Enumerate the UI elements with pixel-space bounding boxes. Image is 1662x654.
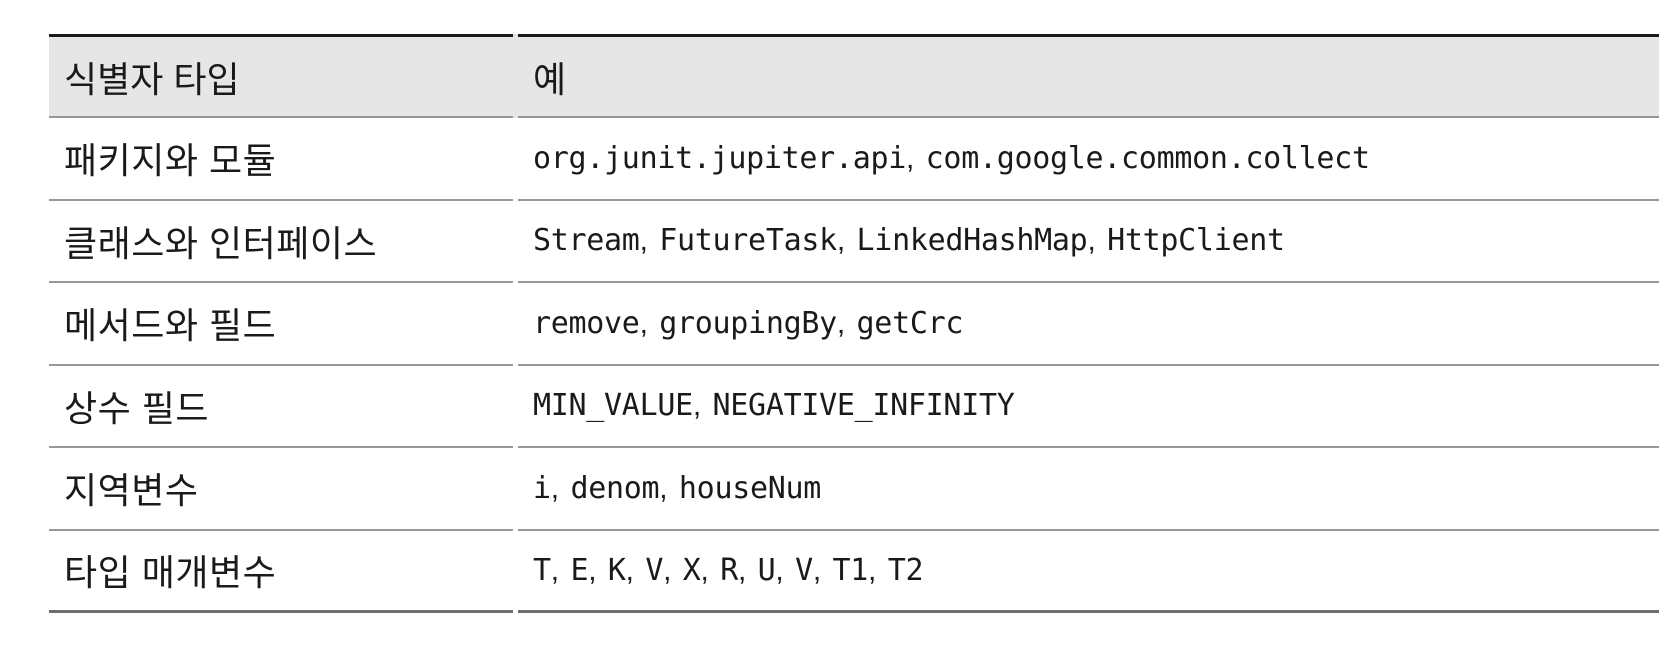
code-example: LinkedHashMap	[856, 223, 1088, 259]
code-example: remove	[533, 305, 640, 341]
header-cell-identifier-type: 식별자 타입	[49, 34, 513, 118]
table-row: 타입 매개변수 T, E, K, V, X, R, U, V, T1, T2	[49, 530, 1659, 613]
code-example: V	[645, 552, 664, 588]
cell-examples: Stream, FutureTask, LinkedHashMap, HttpC…	[518, 201, 1659, 283]
example-separator: ,	[639, 224, 657, 258]
header-label-identifier-type: 식별자 타입	[64, 58, 240, 100]
code-example: org.junit.jupiter.api	[533, 140, 906, 176]
example-separator: ,	[836, 224, 854, 258]
row-examples: MIN_VALUE, NEGATIVE_INFINITY	[533, 388, 1015, 424]
code-example: com.google.common.collect	[925, 140, 1370, 176]
example-separator: ,	[737, 553, 755, 587]
header-label-example: 예	[533, 58, 567, 100]
example-separator: ,	[659, 471, 676, 505]
example-separator: ,	[906, 141, 923, 175]
cell-examples: T, E, K, V, X, R, U, V, T1, T2	[518, 531, 1659, 613]
row-examples: T, E, K, V, X, R, U, V, T1, T2	[533, 552, 924, 588]
code-example: NEGATIVE_INFINITY	[712, 388, 1015, 424]
identifier-conventions-table: 식별자 타입 예 패키지와 모듈 org.junit.jupiter.api, …	[49, 34, 1659, 613]
row-type-label: 클래스와 인터페이스	[64, 222, 378, 264]
row-type-label: 상수 필드	[64, 387, 209, 429]
row-type-label: 타입 매개변수	[64, 552, 277, 594]
code-example: X	[682, 552, 701, 588]
code-example: V	[795, 552, 813, 588]
code-example: U	[757, 552, 776, 588]
table-header-row: 식별자 타입 예	[49, 34, 1659, 118]
code-example: getCrc	[856, 305, 964, 341]
example-separator: ,	[812, 553, 830, 587]
code-example: HttpClient	[1107, 223, 1285, 259]
code-example: i	[533, 470, 551, 506]
example-separator: ,	[625, 553, 643, 587]
cell-identifier-type: 상수 필드	[49, 366, 513, 448]
row-examples: Stream, FutureTask, LinkedHashMap, HttpC…	[533, 223, 1285, 258]
example-separator: ,	[836, 306, 854, 340]
cell-examples: remove, groupingBy, getCrc	[518, 283, 1659, 366]
code-example: K	[607, 552, 626, 588]
cell-identifier-type: 지역변수	[49, 448, 513, 531]
row-examples: i, denom, houseNum	[533, 471, 821, 506]
table-row: 지역변수 i, denom, houseNum	[49, 448, 1659, 531]
row-examples: org.junit.jupiter.api, com.google.common…	[533, 141, 1370, 176]
table-body: 패키지와 모듈 org.junit.jupiter.api, com.googl…	[49, 118, 1659, 613]
table-row: 클래스와 인터페이스 Stream, FutureTask, LinkedHas…	[49, 200, 1659, 283]
example-separator: ,	[775, 553, 793, 587]
cell-examples: org.junit.jupiter.api, com.google.common…	[518, 118, 1659, 201]
table-row: 상수 필드 MIN_VALUE, NEGATIVE_INFINITY	[49, 365, 1659, 448]
code-example: denom	[570, 470, 660, 506]
table-row: 메서드와 필드 remove, groupingBy, getCrc	[49, 283, 1659, 366]
row-type-label: 메서드와 필드	[64, 305, 277, 347]
cell-identifier-type: 클래스와 인터페이스	[49, 201, 513, 283]
example-separator: ,	[1087, 224, 1105, 258]
table-row: 패키지와 모듈 org.junit.jupiter.api, com.googl…	[49, 118, 1659, 201]
code-example: Stream	[533, 223, 640, 259]
code-example: MIN_VALUE	[533, 388, 693, 424]
example-separator: ,	[550, 471, 568, 505]
code-example: T2	[887, 552, 924, 588]
code-example: T1	[832, 552, 869, 588]
code-example: E	[570, 552, 589, 588]
code-example: R	[720, 552, 738, 588]
example-separator: ,	[692, 389, 710, 423]
header-cell-example: 예	[518, 34, 1659, 118]
cell-examples: MIN_VALUE, NEGATIVE_INFINITY	[518, 366, 1659, 448]
example-separator: ,	[588, 553, 605, 587]
code-example: houseNum	[678, 470, 822, 506]
code-example: groupingBy	[659, 305, 837, 341]
example-separator: ,	[700, 553, 718, 587]
example-separator: ,	[639, 306, 657, 340]
example-separator: ,	[868, 553, 885, 587]
code-example: FutureTask	[659, 223, 837, 259]
row-type-label: 패키지와 모듈	[64, 140, 277, 182]
example-separator: ,	[550, 553, 568, 587]
cell-examples: i, denom, houseNum	[518, 448, 1659, 531]
row-type-label: 지역변수	[64, 470, 199, 512]
row-examples: remove, groupingBy, getCrc	[533, 306, 963, 341]
cell-identifier-type: 타입 매개변수	[49, 531, 513, 613]
cell-identifier-type: 패키지와 모듈	[49, 118, 513, 201]
example-separator: ,	[663, 553, 680, 587]
code-example: T	[533, 552, 551, 588]
cell-identifier-type: 메서드와 필드	[49, 283, 513, 366]
